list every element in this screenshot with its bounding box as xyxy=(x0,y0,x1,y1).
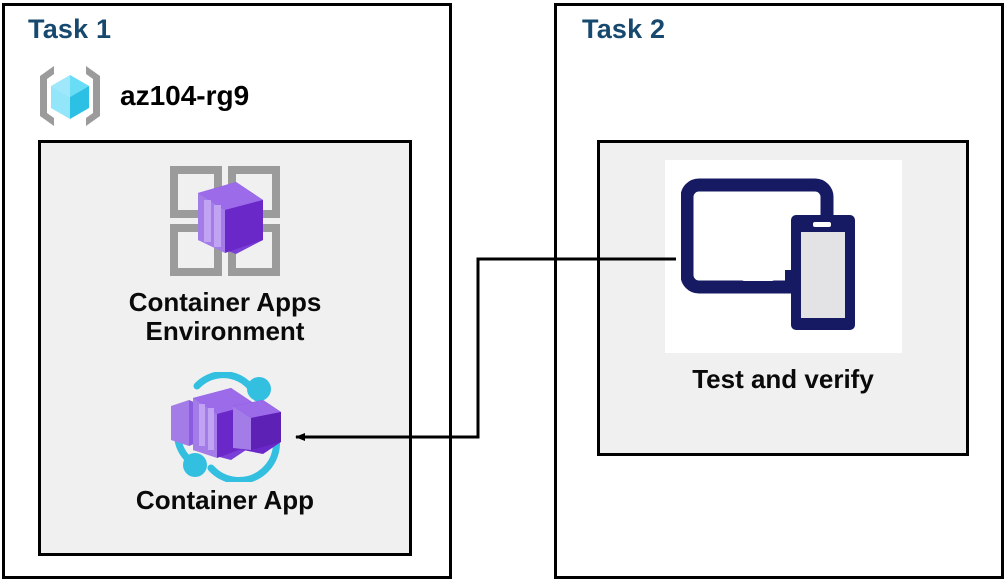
node-container-apps-environment: Container Apps Environment xyxy=(38,158,412,346)
container-app-icon xyxy=(38,372,412,482)
test-and-verify-label: Test and verify xyxy=(692,364,874,394)
resource-group-icon xyxy=(34,60,106,132)
node-container-app: Container App xyxy=(38,372,412,515)
task-2-title: Task 2 xyxy=(582,14,666,44)
resource-group-label: az104-rg9 xyxy=(120,80,250,111)
task-1-title: Task 1 xyxy=(28,14,112,44)
container-apps-environment-label: Container Apps Environment xyxy=(128,287,322,347)
test-and-verify-devices-icon xyxy=(680,178,855,330)
container-app-label: Container App xyxy=(135,485,315,515)
test-and-verify-icon-frame xyxy=(664,160,902,353)
container-apps-environment-icon xyxy=(38,158,412,284)
resource-group-header: az104-rg9 xyxy=(34,60,249,132)
node-test-and-verify: Test and verify xyxy=(597,160,969,394)
